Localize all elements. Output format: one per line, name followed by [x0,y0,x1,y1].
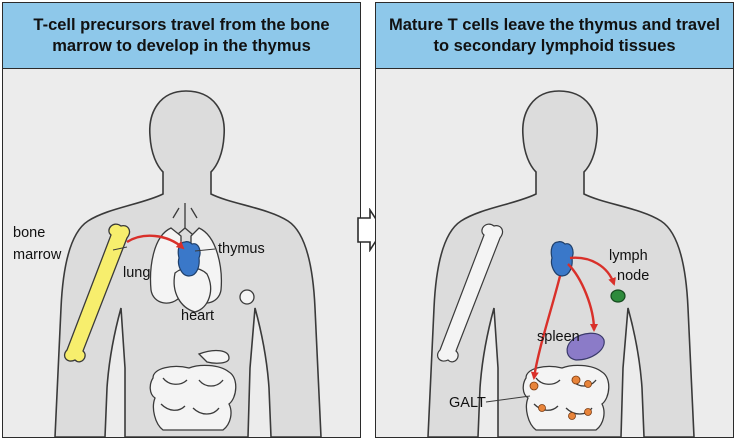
label-spleen: spleen [537,329,580,345]
label-heart: heart [181,308,215,324]
label-galt: GALT [449,395,486,411]
label-node: node [617,268,650,284]
lymph-node [610,289,626,303]
left-title-line1: T-cell precursors travel from the bone [33,15,330,34]
intestines [149,349,237,431]
right-panel: Mature T cells leave the thymus and trav… [375,2,734,438]
right-title-line1: Mature T cells leave the thymus and trav… [388,15,721,34]
left-panel: T-cell precursors travel from the bone m… [2,2,361,438]
right-title-line2: to secondary lymphoid tissues [433,36,676,55]
left-panel-header: T-cell precursors travel from the bone m… [3,3,360,69]
galt-patches [529,375,592,420]
thymus [550,241,574,277]
label-bone: bone [13,225,46,241]
label-lymph: lymph [609,248,648,264]
right-body-diagram [427,90,695,437]
left-title-line2: marrow to develop in the thymus [52,36,311,55]
arrow-to-lymph-node [569,256,616,286]
label-lung: lung [123,265,151,281]
intestines [522,364,610,431]
right-panel-header: Mature T cells leave the thymus and trav… [376,3,733,69]
arrow-to-galt [530,275,562,380]
migration-arrow-left [126,234,185,250]
bone-outline [436,223,504,363]
bone-marrow [63,223,131,363]
thymus [177,241,201,277]
left-body-diagram [54,90,322,437]
label-thymus: thymus [218,241,265,257]
lung-left [149,227,182,304]
spleen [566,332,605,361]
label-marrow: marrow [13,247,62,263]
arrow-to-spleen [567,263,598,332]
lymph-node-outline [239,289,255,305]
